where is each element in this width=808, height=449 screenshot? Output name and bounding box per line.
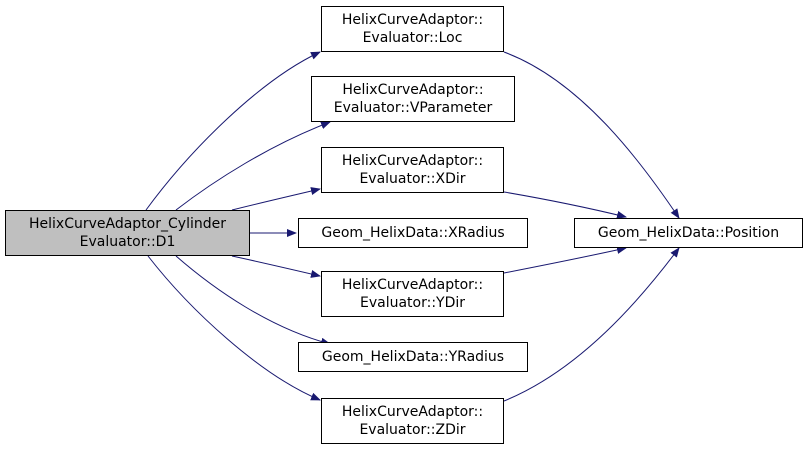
node-loc-line2: Evaluator::Loc [362,30,463,46]
node-xdir-line1: HelixCurveAdaptor:: [341,153,484,169]
node-xdir[interactable]: HelixCurveAdaptor:: Evaluator::XDir [321,147,504,193]
node-position-line1: Geom_HelixData::Position [597,225,780,241]
node-zdir-line1: HelixCurveAdaptor:: [341,404,484,420]
node-yradius-line1: Geom_HelixData::YRadius [321,349,505,365]
edge-loc-to-position [503,51,680,219]
edge-ydir-to-position [503,246,627,274]
edge-d1-to-ydir [231,255,321,278]
node-vparameter[interactable]: HelixCurveAdaptor:: Evaluator::VParamete… [311,76,515,122]
node-xradius[interactable]: Geom_HelixData::XRadius [298,218,528,248]
edge-d1-to-vparameter [175,121,331,211]
node-xdir-line2: Evaluator::XDir [359,171,466,187]
node-d1-line1: HelixCurveAdaptor_Cylinder [29,216,226,232]
node-loc[interactable]: HelixCurveAdaptor:: Evaluator::Loc [321,6,504,52]
node-xradius-line1: Geom_HelixData::XRadius [321,225,505,241]
edge-xdir-to-position [503,191,627,219]
node-yradius[interactable]: Geom_HelixData::YRadius [298,342,528,372]
node-d1[interactable]: HelixCurveAdaptor_Cylinder Evaluator::D1 [5,210,250,256]
edge-zdir-to-position [503,247,680,402]
edge-d1-to-loc [145,51,321,211]
edge-d1-to-yradius [175,255,331,346]
node-position[interactable]: Geom_HelixData::Position [574,218,803,248]
node-loc-line1: HelixCurveAdaptor:: [341,12,484,28]
node-zdir[interactable]: HelixCurveAdaptor:: Evaluator::ZDir [321,398,504,444]
node-ydir[interactable]: HelixCurveAdaptor:: Evaluator::YDir [321,271,504,317]
node-vparameter-line1: HelixCurveAdaptor:: [342,82,484,98]
node-ydir-line1: HelixCurveAdaptor:: [341,277,484,293]
node-vparameter-line2: Evaluator::VParameter [333,100,493,116]
node-ydir-line2: Evaluator::YDir [359,295,466,311]
node-d1-line2: Evaluator::D1 [79,234,176,250]
edge-d1-to-zdir [147,255,321,401]
node-zdir-line2: Evaluator::ZDir [359,422,466,438]
edge-d1-to-xdir [231,187,321,211]
